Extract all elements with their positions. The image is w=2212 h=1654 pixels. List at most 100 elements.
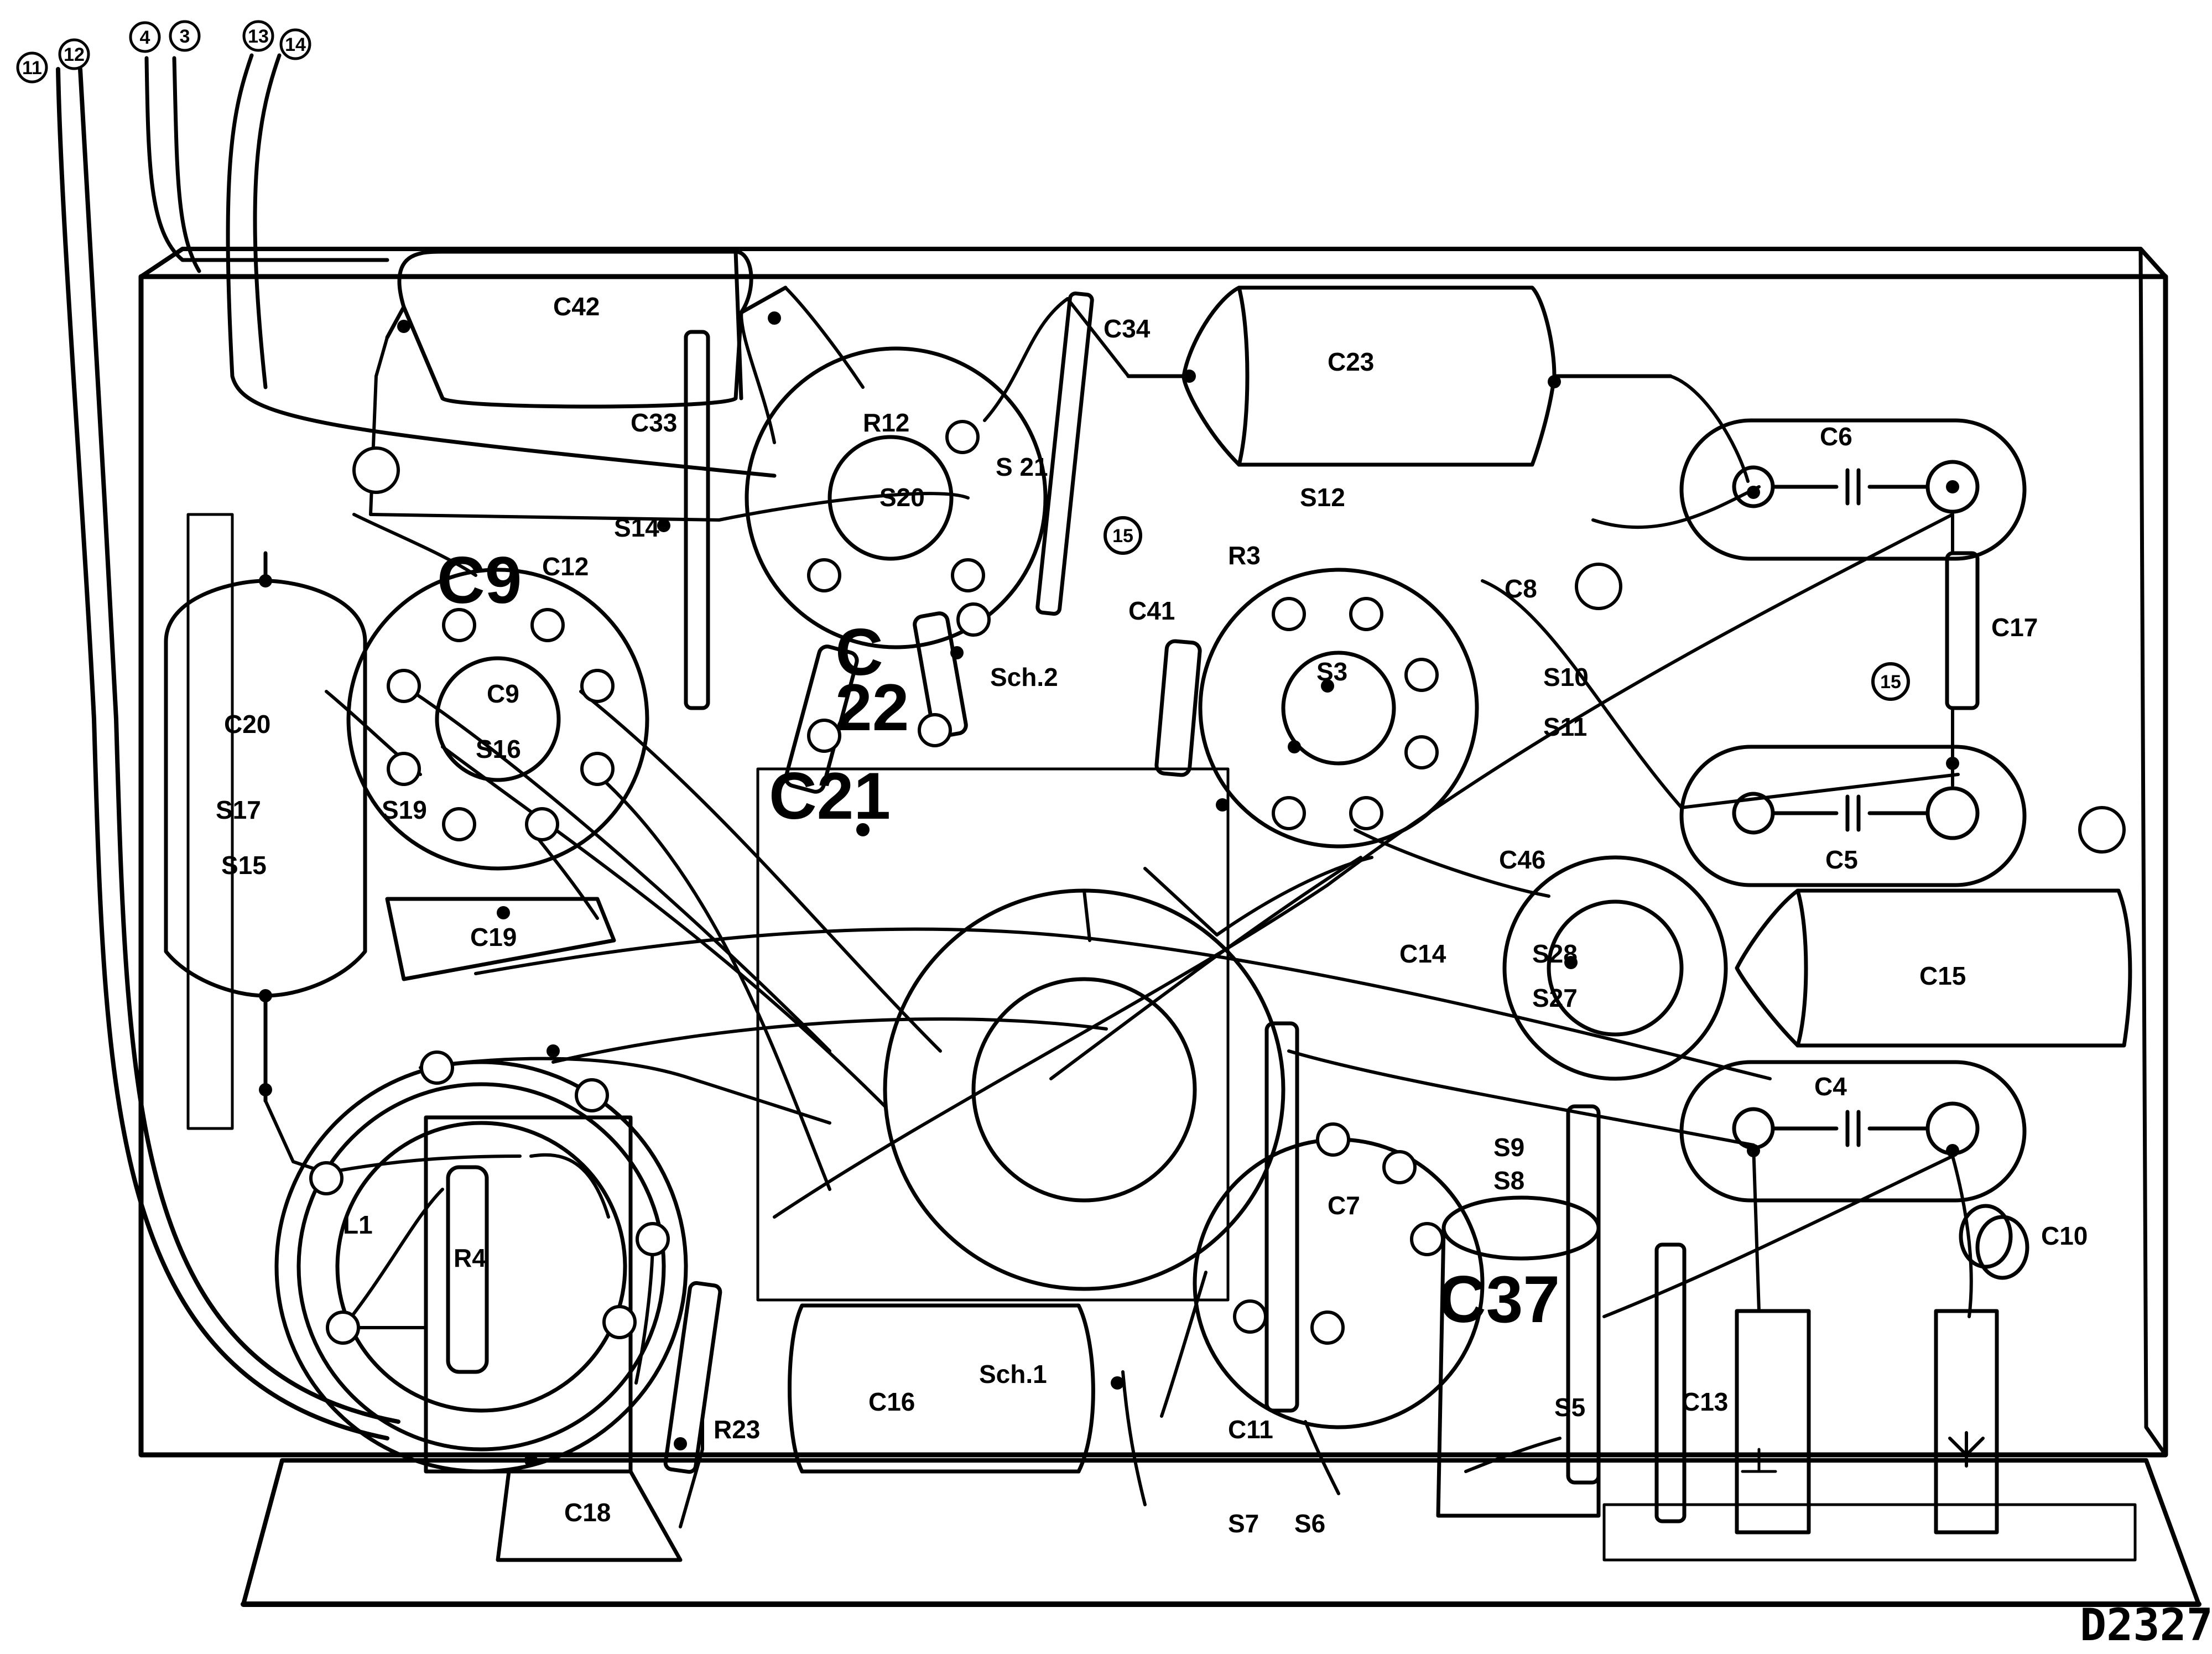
- label-s28: S28: [1532, 939, 1578, 968]
- label-s9: S9: [1493, 1133, 1524, 1162]
- label-c11: C11: [1228, 1415, 1273, 1444]
- label-s19: S19: [382, 795, 427, 824]
- label-c14: C14: [1399, 939, 1446, 968]
- label-c15: C15: [1919, 961, 1966, 990]
- label-c9-small: C9: [487, 679, 519, 708]
- label-c20: C20: [224, 710, 270, 738]
- label-s3: S3: [1316, 657, 1347, 686]
- capacitor-c42: [385, 249, 788, 409]
- coil-assembly-s27-s28: [1502, 855, 1728, 1081]
- terminal-15-tag-b: [1871, 662, 1910, 701]
- external-leads: [56, 53, 777, 1440]
- earth-symbol-icon: [1741, 1448, 1777, 1473]
- label-c16: C16: [868, 1387, 915, 1416]
- label-c4: C4: [1814, 1072, 1847, 1101]
- label-s20: S20: [879, 483, 925, 512]
- label-c42: C42: [553, 292, 600, 321]
- label-s11: S11: [1543, 712, 1587, 741]
- label-r23: R23: [714, 1415, 760, 1444]
- lead-label-12: 12: [64, 44, 85, 65]
- label-c41: C41: [1128, 596, 1175, 625]
- lead-tag-4: [129, 21, 161, 53]
- trimmer-c5: [1679, 745, 2027, 887]
- label-c37: C37: [1438, 1262, 1560, 1336]
- valve-socket-left: [346, 568, 649, 871]
- label-s5: S5: [1554, 1393, 1585, 1422]
- label-c19: C19: [470, 923, 517, 951]
- trimmer-c4: [1679, 1060, 2027, 1203]
- label-s6: S6: [1294, 1509, 1325, 1538]
- drawing-reference-code: D2327: [2080, 1599, 2212, 1651]
- aerial-symbol-icon: [1948, 1431, 1985, 1468]
- label-c23: C23: [1328, 347, 1374, 376]
- capacitor-c19: [385, 897, 616, 981]
- switch-subpanel: [756, 767, 1230, 1302]
- label-sch1: Sch.1: [979, 1360, 1047, 1388]
- capacitor-c11: [1264, 1021, 1299, 1413]
- lead-tag-13: [242, 20, 274, 52]
- resistor-parts: [446, 291, 2029, 1535]
- terminal-15-tag: [1104, 516, 1142, 555]
- label-c22-bottom: 22: [835, 670, 909, 745]
- capacitor-c15: [1735, 888, 2132, 1048]
- label-terminal-15: 15: [1112, 526, 1133, 547]
- label-r12: R12: [863, 408, 909, 437]
- label-c13: C13: [1682, 1387, 1728, 1416]
- label-s21: S 21: [996, 452, 1048, 481]
- label-s17: S17: [216, 795, 261, 824]
- lead-label-14: 14: [285, 34, 306, 55]
- label-c17: C17: [1991, 613, 2038, 642]
- wiring: [264, 286, 1973, 1528]
- label-s7: S7: [1228, 1509, 1259, 1538]
- label-s10: S10: [1543, 663, 1589, 691]
- capacitor-c13: [1654, 1242, 1687, 1523]
- label-c46: C46: [1499, 845, 1545, 874]
- label-c22-top: C: [835, 615, 883, 689]
- label-c34: C34: [1104, 314, 1151, 343]
- lead-tag-12: [58, 38, 90, 70]
- valve-socket-upper-center: [745, 346, 1048, 649]
- label-r4: R4: [454, 1244, 486, 1272]
- label-c33: C33: [631, 408, 677, 437]
- lead-tag-11: [16, 51, 48, 84]
- label-c18: C18: [564, 1498, 611, 1527]
- label-c6: C6: [1820, 422, 1852, 451]
- lead-label-4: 4: [140, 27, 150, 48]
- connection-dots: [259, 311, 1959, 1467]
- terminal-post-aerial: [1934, 1309, 1999, 1535]
- chassis-side-rail: [186, 513, 234, 1130]
- label-c9: C9: [437, 543, 522, 617]
- solder-tags: [309, 420, 2126, 1345]
- label-s8: S8: [1493, 1166, 1524, 1195]
- resistor-s5-body: [1566, 1104, 1601, 1485]
- label-c7: C7: [1328, 1191, 1360, 1220]
- capacitor-c20: [164, 551, 367, 1103]
- lead-tags: [16, 20, 311, 84]
- capacitor-c17: [1945, 551, 1980, 710]
- capacitor-c41-body: [1154, 639, 1202, 777]
- terminal-strip-base: [1602, 1503, 2137, 1562]
- capacitor-c21-body: [784, 644, 859, 794]
- label-c12: C12: [542, 552, 589, 581]
- label-s15: S15: [221, 851, 267, 880]
- label-s12: S12: [1300, 483, 1345, 512]
- lead-tag-labels: 11 12 4 3 13 14: [22, 26, 306, 79]
- label-s16: S16: [476, 735, 521, 763]
- lead-label-13: 13: [248, 26, 269, 47]
- label-l1: L1: [343, 1210, 373, 1239]
- trimmer-c6: [1679, 418, 2027, 561]
- capacitor-c18: [424, 1115, 683, 1562]
- label-c8: C8: [1505, 574, 1537, 603]
- label-s14: S14: [614, 513, 659, 542]
- lead-label-11: 11: [22, 58, 42, 79]
- terminal-post-earth: [1735, 1309, 1811, 1535]
- label-r3: R3: [1228, 541, 1261, 570]
- label-c5: C5: [1825, 845, 1858, 874]
- label-s27: S27: [1532, 984, 1578, 1012]
- capacitor-c16: [788, 1303, 1095, 1474]
- resistor-r4: [446, 1165, 489, 1374]
- lead-label-3: 3: [180, 26, 190, 47]
- label-c21: C21: [769, 759, 891, 833]
